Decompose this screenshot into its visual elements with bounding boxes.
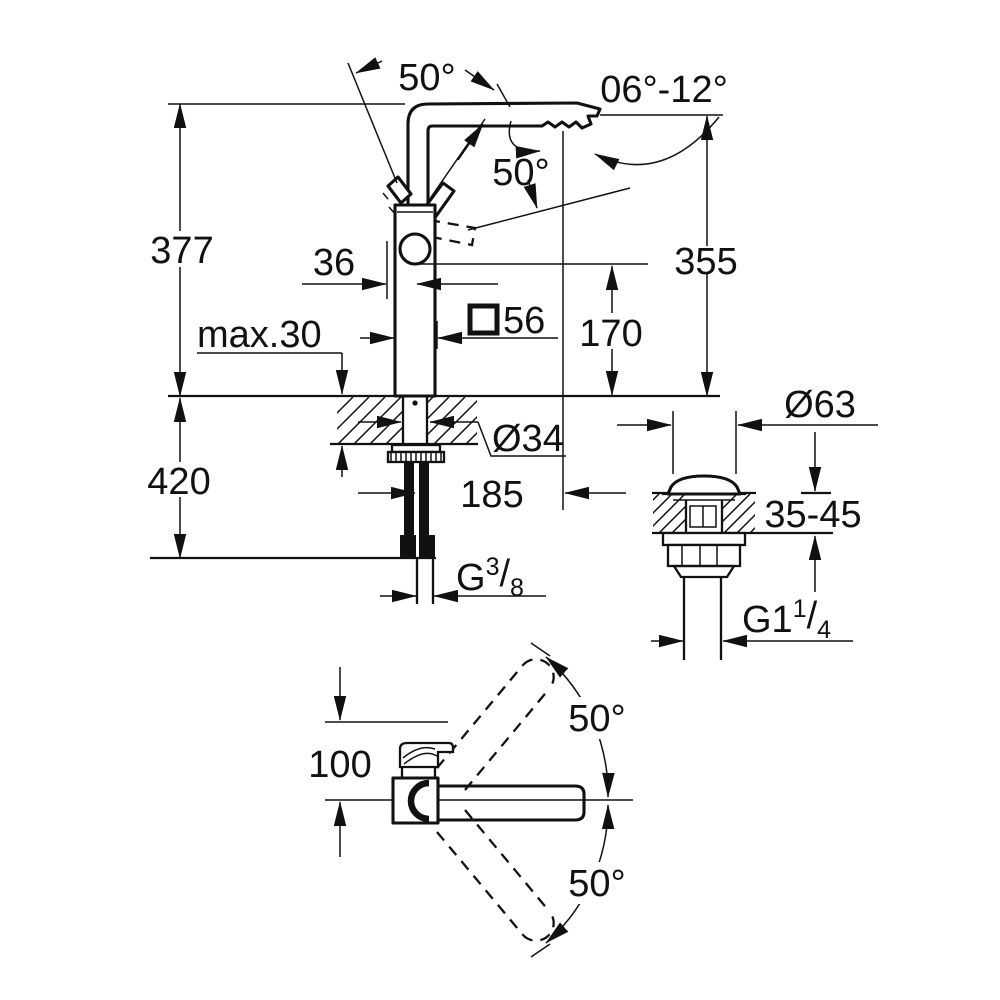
dim-outlet-height-label: 170 bbox=[579, 313, 642, 355]
supply-hose-right bbox=[419, 462, 429, 535]
dim-body-square-label: 56 bbox=[503, 300, 545, 342]
handle-raised-left bbox=[386, 175, 413, 205]
dim-rear-to-axis: 36 bbox=[302, 241, 498, 299]
dim-spout-reach-label: 185 bbox=[460, 474, 523, 516]
faucet-plan-view: 100 50° 50° bbox=[308, 642, 636, 958]
dim-plan-depth-label: 100 bbox=[308, 744, 371, 786]
dim-supply-thread: G3/8 bbox=[380, 553, 546, 603]
angle-handle-swing: 50° bbox=[426, 118, 631, 231]
square-section-symbol bbox=[467, 303, 500, 336]
angle-swivel-upper: 50° bbox=[545, 656, 636, 798]
angle-outlet-range: 06°-12° bbox=[508, 69, 728, 171]
angle-handle-open: 50° bbox=[347, 57, 511, 184]
waste-taper bbox=[671, 564, 737, 579]
dim-spout-height-label: 355 bbox=[674, 241, 737, 283]
nut-hatch bbox=[390, 453, 442, 461]
dim-rear-to-axis-label: 36 bbox=[313, 242, 355, 284]
waste-tailpipe bbox=[682, 577, 723, 660]
angle-outlet-range-label: 06°-12° bbox=[600, 69, 728, 111]
dim-flange-dia: Ø63 bbox=[617, 384, 878, 474]
angle-swivel-upper-label: 50° bbox=[568, 698, 625, 740]
locknut-facets bbox=[681, 546, 718, 565]
dim-total-height: 377 bbox=[150, 103, 214, 397]
waste-dome-cap bbox=[666, 474, 742, 496]
dim-waste-thread: G11/4 bbox=[651, 595, 853, 648]
waste-seal-ring bbox=[661, 531, 747, 547]
spout-plan-outline bbox=[430, 784, 586, 822]
mounting-shank bbox=[401, 396, 429, 445]
supply-nipple bbox=[415, 558, 435, 604]
dim-max-deck-thickness: max.30 bbox=[197, 314, 349, 477]
angle-handle-open-label: 50° bbox=[398, 57, 455, 99]
dim-mounting-hole: Ø34 bbox=[358, 415, 566, 460]
dim-flange-dia-label: Ø63 bbox=[784, 384, 856, 426]
dim-max-deck-thickness-label: max.30 bbox=[197, 314, 322, 356]
angle-swivel-lower-label: 50° bbox=[568, 863, 625, 905]
spout-swivel-down-dashed bbox=[436, 809, 555, 942]
spout-swivel-up-dashed bbox=[436, 658, 555, 791]
dim-deck-range: 35-45 bbox=[764, 432, 862, 592]
supply-hose-left bbox=[404, 462, 414, 535]
hose-fitting-left bbox=[400, 535, 416, 558]
shank-center-dot bbox=[412, 400, 418, 406]
spout-root-arc bbox=[407, 779, 430, 823]
angle-swivel-lower: 50° bbox=[545, 804, 636, 944]
waste-locknut bbox=[666, 543, 742, 568]
handle-plan-outline bbox=[398, 741, 455, 778]
dim-body-square: 56 bbox=[360, 300, 558, 349]
angle-handle-swing-label: 50° bbox=[492, 152, 549, 194]
faucet-side-view: 377 420 355 170 36 bbox=[147, 57, 738, 604]
hose-fitting-right bbox=[419, 535, 435, 558]
swivel-up-tick bbox=[530, 642, 551, 657]
waste-stem bbox=[684, 500, 724, 533]
dim-supply-thread-label: G3/8 bbox=[456, 553, 524, 602]
handle-dashed-detail bbox=[382, 192, 398, 217]
dim-below-counter-label: 420 bbox=[147, 461, 210, 503]
swivel-down-tick bbox=[530, 943, 551, 958]
dim-outlet-height: 170 bbox=[416, 263, 648, 396]
dim-spout-height: 355 bbox=[674, 115, 738, 397]
counter-hatch bbox=[337, 397, 477, 443]
drain-valve-view: Ø63 35-45 G11/4 bbox=[617, 384, 878, 660]
dim-waste-thread-label: G11/4 bbox=[742, 595, 831, 644]
spout-outline bbox=[406, 101, 602, 207]
dim-deck-range-label: 35-45 bbox=[764, 494, 861, 536]
dim-spout-reach: 185 bbox=[358, 474, 626, 516]
dim-total-height-label: 377 bbox=[150, 230, 213, 272]
dim-mounting-hole-label: Ø34 bbox=[492, 418, 564, 460]
dim-below-counter: 420 bbox=[147, 397, 211, 559]
dim-plan-depth: 100 bbox=[308, 667, 372, 857]
swivel-ball bbox=[398, 232, 432, 266]
